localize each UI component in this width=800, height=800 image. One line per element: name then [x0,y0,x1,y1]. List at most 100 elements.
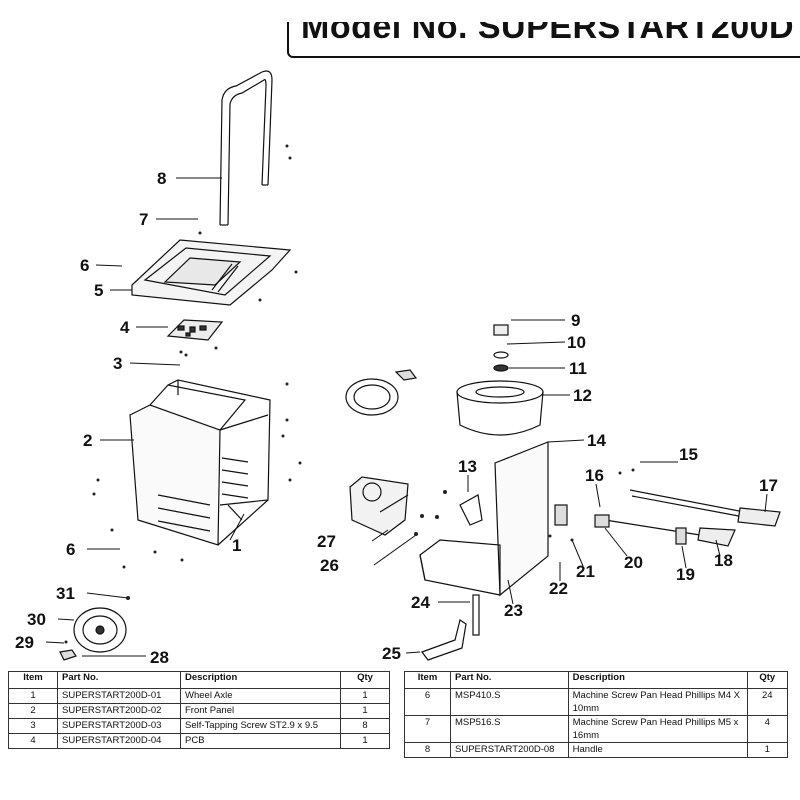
cell-description: Front Panel [180,703,341,719]
cell-item: 1 [8,688,58,704]
cell-item: 7 [403,715,452,743]
bolt-part [472,594,480,636]
cell-description: PCB [180,733,341,749]
table-row: 3 SUPERSTART200D-03 Self-Tapping Screw S… [8,718,390,734]
callout-28: 28 [150,648,169,667]
cell-qty: 1 [340,688,390,704]
lock-washer-part [493,364,509,372]
cell-part-no: MSP516.S [450,715,569,743]
callout-7: 7 [139,210,148,229]
parts-table-right: Item Part No. Description Qty 6 MSP410.S… [403,671,789,758]
cell-item: 3 [8,718,58,734]
callout-11: 11 [569,359,587,378]
callout-19: 19 [676,565,695,584]
cell-part-no: SUPERSTART200D-01 [57,688,181,704]
header-qty: Qty [340,671,390,689]
wheel-upper-part [345,369,418,416]
header-item: Item [8,671,58,689]
cable-clamps-part [554,489,781,547]
battery-part [456,380,544,436]
fan-part [349,476,409,536]
table-row: 6 MSP410.S Machine Screw Pan Head Philli… [403,688,789,716]
screw-marks [64,144,635,644]
header-description: Description [567,671,748,689]
cell-part-no: SUPERSTART200D-02 [57,703,181,719]
table-row: 2 SUPERSTART200D-02 Front Panel 1 [8,703,390,719]
callout-9: 9 [571,311,580,330]
cell-qty: 1 [340,733,390,749]
callout-2: 2 [83,431,92,450]
cell-description: Machine Screw Pan Head Phillips M5 x 16m… [567,715,748,743]
table-row: 8 SUPERSTART200D-08 Handle 1 [403,742,789,758]
cell-qty: 24 [746,688,789,716]
base-frame-part [419,441,549,597]
handle-part [219,70,273,226]
callout-13: 13 [458,457,477,476]
callout-12: 12 [573,386,592,405]
front-panel-part [129,379,271,546]
wheel-part [73,607,127,653]
cell-part-no: MSP410.S [450,688,569,716]
callout-5: 5 [94,281,103,300]
callout-16: 16 [585,466,604,485]
leader-lines [45,177,768,657]
header-description: Description [180,671,341,689]
washer-part [493,351,509,359]
callout-1: 1 [232,536,241,555]
callout-21: 21 [576,562,595,581]
callout-24: 24 [411,593,430,612]
cell-part-no: SUPERSTART200D-03 [57,718,181,734]
callout-26: 26 [320,556,339,575]
callout-20: 20 [624,553,643,572]
cell-description: Wheel Axle [180,688,341,704]
parts-table-left: Item Part No. Description Qty 1 SUPERSTA… [8,671,390,749]
callout-4: 4 [120,318,130,337]
exploded-parts-diagram: 8 7 6 5 4 3 2 1 6 31 30 29 28 9 10 11 12… [15,70,781,667]
header-part-no: Part No. [57,671,181,689]
callout-6-top: 6 [80,256,89,275]
callout-23: 23 [504,601,523,620]
callout-6-bottom: 6 [66,540,75,559]
cell-qty: 8 [340,718,390,734]
cell-qty: 1 [340,703,390,719]
model-title-box: Model No. SUPERSTART200D [287,22,800,58]
table-row: 4 SUPERSTART200D-04 PCB 1 [8,733,390,749]
callout-27: 27 [317,532,336,551]
callout-10: 10 [567,333,586,352]
cell-description: Handle [567,742,748,758]
callout-30: 30 [27,610,46,629]
model-title: Model No. SUPERSTART200D [301,22,795,46]
cell-qty: 1 [746,742,789,758]
cell-item: 4 [8,733,58,749]
header-part-no: Part No. [450,671,569,689]
wing-nut-part [59,649,77,661]
callout-17: 17 [759,476,778,495]
callout-3: 3 [113,354,122,373]
callout-14: 14 [587,431,606,450]
header-item: Item [403,671,452,689]
callout-31: 31 [56,584,75,603]
table-header-row: Item Part No. Description Qty [8,671,390,689]
cell-part-no: SUPERSTART200D-08 [450,742,569,758]
clamp-bracket-part [421,619,467,661]
cell-item: 2 [8,703,58,719]
cell-description: Self-Tapping Screw ST2.9 x 9.5 [180,718,341,734]
table-row: 1 SUPERSTART200D-01 Wheel Axle 1 [8,688,390,704]
pcb-part [166,319,224,341]
callout-8: 8 [157,169,166,188]
table-row: 7 MSP516.S Machine Screw Pan Head Philli… [403,715,789,743]
table-header-row: Item Part No. Description Qty [403,671,789,689]
nut-part [493,324,509,336]
bracket-part [459,494,483,526]
callout-18: 18 [714,551,733,570]
header-qty: Qty [746,671,789,689]
cell-part-no: SUPERSTART200D-04 [57,733,181,749]
cell-description: Machine Screw Pan Head Phillips M4 X 10m… [567,688,748,716]
callout-25: 25 [382,644,401,663]
callout-22: 22 [549,579,568,598]
callout-15: 15 [679,445,698,464]
top-cover-part [131,239,292,306]
cell-item: 6 [403,688,452,716]
cell-qty: 4 [746,715,789,743]
callout-29: 29 [15,633,34,652]
